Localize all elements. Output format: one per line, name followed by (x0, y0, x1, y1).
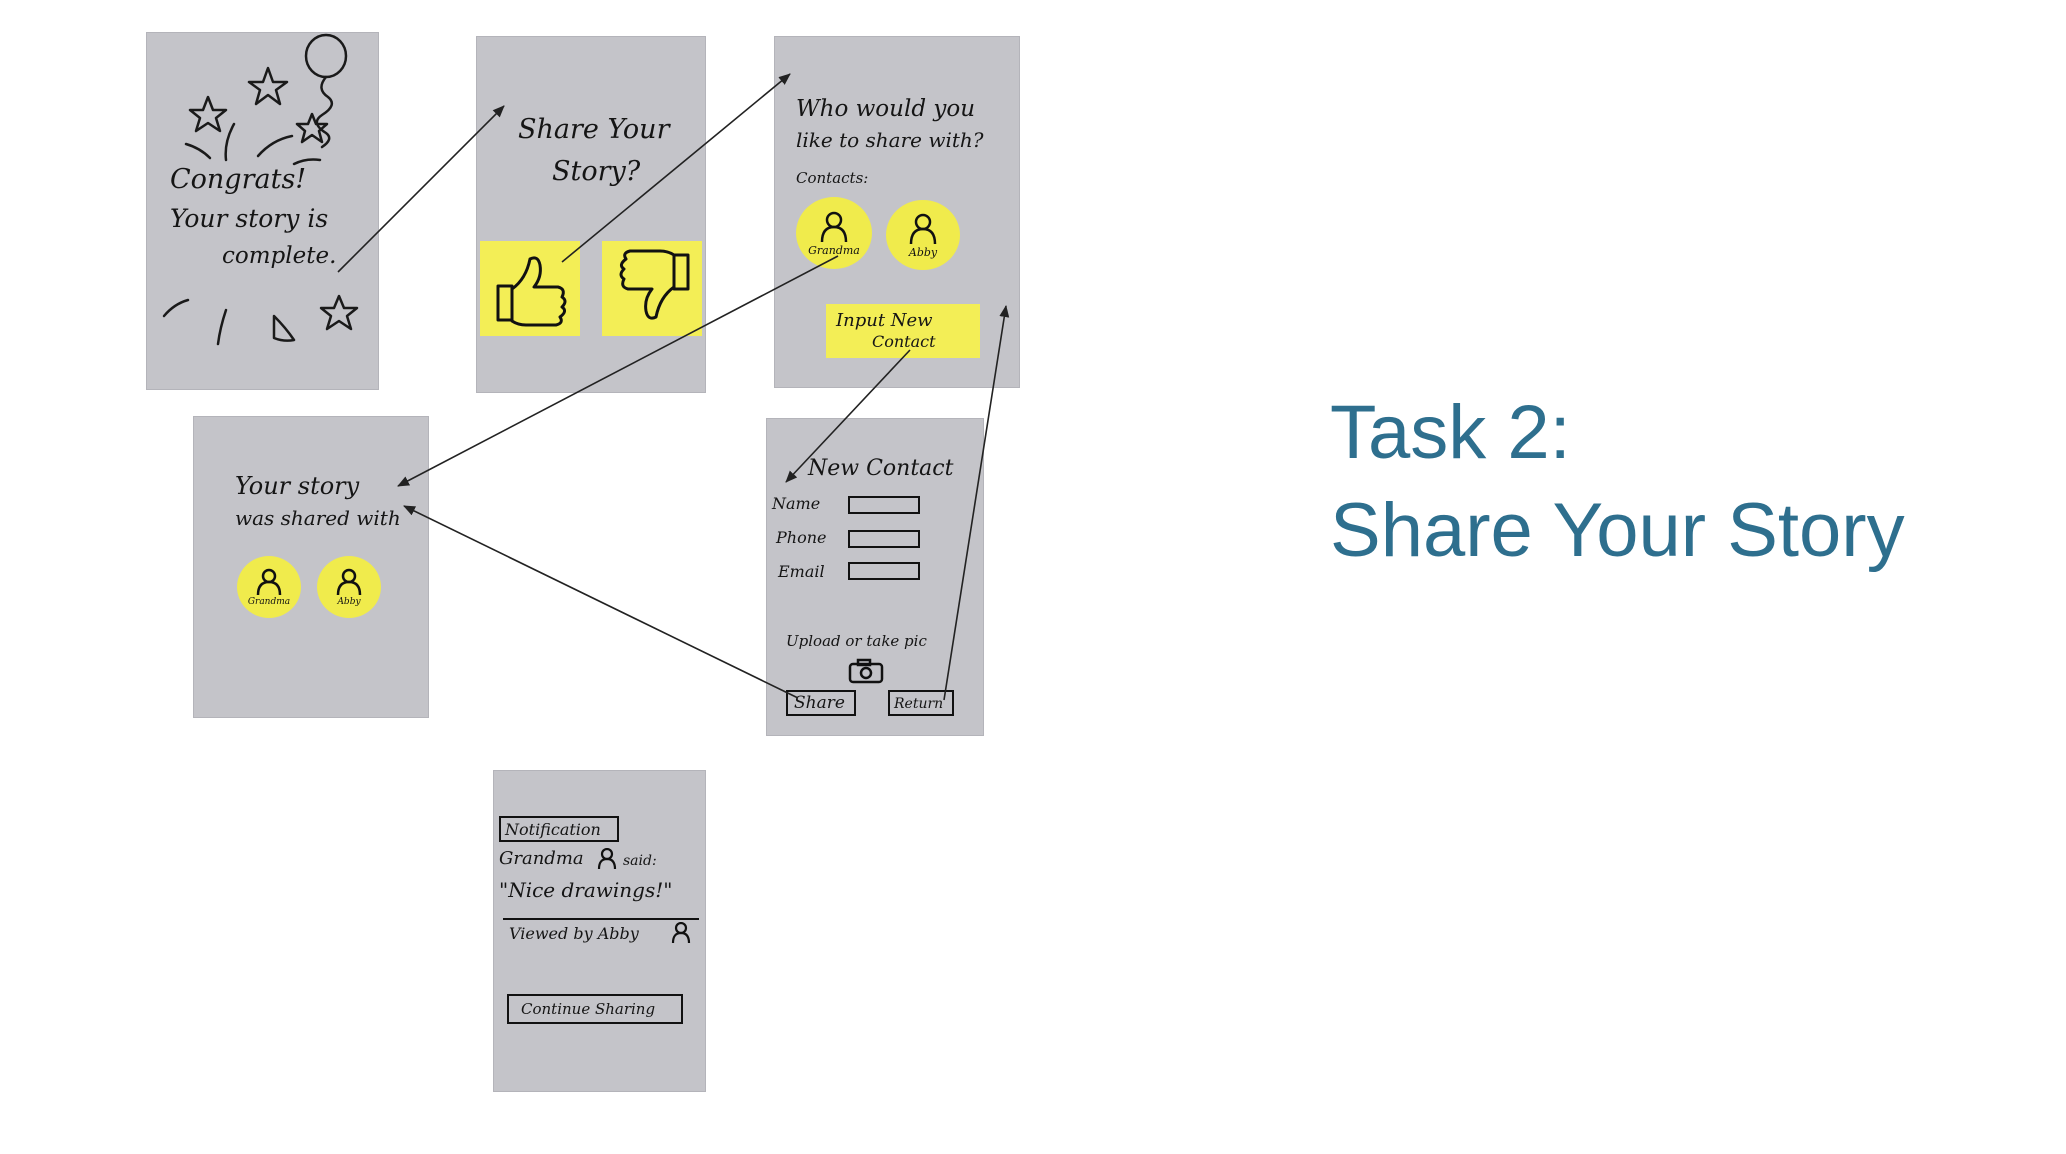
shared-contact-grandma: Grandma (237, 556, 301, 618)
share-button[interactable]: Share (786, 690, 856, 716)
person-icon (256, 568, 282, 595)
share-no-button[interactable] (602, 241, 702, 336)
said-text: said: (623, 853, 657, 869)
screen-shared-confirm: Your story was shared with Grandma Abby (193, 416, 429, 718)
arrow-yes-to-contacts (561, 73, 791, 263)
person-icon (820, 211, 848, 242)
share-your-text: Share Your (518, 114, 670, 145)
arrow-congrats-to-share (337, 105, 505, 273)
email-field[interactable] (848, 562, 920, 580)
shared-contact-abby-name: Abby (337, 596, 361, 607)
arrow-contact-to-shared (397, 255, 839, 487)
arrow-return-to-contacts (943, 305, 1010, 701)
input-new-contact-button[interactable]: Input New Contact (826, 304, 980, 358)
contact-text: Contact (872, 332, 936, 351)
congrats-text: Congrats! (170, 164, 307, 195)
contacts-label: Contacts: (796, 169, 869, 187)
contact-grandma-name: Grandma (808, 243, 860, 257)
contact-grandma[interactable]: Grandma (796, 197, 872, 269)
story-is-text: Your story is (170, 204, 329, 233)
screen-notification: Notification Grandma said: "Nice drawing… (493, 770, 706, 1092)
shared-contact-grandma-name: Grandma (247, 596, 291, 607)
screen-new-contact: New Contact Name Phone Email Upload or t… (766, 418, 984, 736)
input-new-text: Input New (836, 310, 933, 331)
person-icon (336, 568, 362, 595)
continue-sharing-button[interactable]: Continue Sharing (507, 994, 683, 1024)
person-icon (597, 848, 617, 870)
new-contact-heading: New Contact (808, 456, 954, 481)
thumbs-up-icon (496, 256, 567, 327)
person-icon (671, 922, 691, 944)
celebration-doodles (162, 33, 359, 346)
return-button[interactable]: Return (888, 690, 954, 716)
phone-field[interactable] (848, 530, 920, 548)
who-would-you-text: Who would you (796, 96, 976, 122)
grandma-name-text: Grandma (499, 848, 584, 869)
story-question-text: Story? (552, 156, 641, 187)
was-shared-with-text: was shared with (235, 506, 401, 530)
contact-abby[interactable]: Abby (886, 200, 960, 270)
screen-share-prompt: Share Your Story? (476, 36, 706, 393)
phone-label: Phone (776, 528, 827, 547)
divider (503, 918, 699, 920)
upload-label: Upload or take pic (786, 632, 927, 650)
name-field[interactable] (848, 496, 920, 514)
arrow-share-to-shared (403, 505, 799, 699)
camera-icon[interactable] (848, 658, 884, 684)
name-label: Name (772, 494, 821, 513)
screen-congrats: Congrats! Your story is complete. (146, 32, 379, 390)
quote-text: "Nice drawings!" (499, 878, 673, 902)
arrow-input-to-form (785, 349, 911, 483)
complete-text: complete. (222, 243, 337, 269)
screen-choose-contact: Who would you like to share with? Contac… (774, 36, 1020, 388)
viewed-by-text: Viewed by Abby (509, 924, 639, 943)
notification-header: Notification (499, 816, 619, 842)
shared-contact-abby: Abby (317, 556, 381, 618)
slide-title-line-2: Share Your Story (1330, 488, 1905, 573)
like-to-share-text: like to share with? (796, 128, 984, 152)
email-label: Email (778, 562, 825, 581)
thumbs-down-icon (619, 249, 690, 320)
person-icon (909, 213, 937, 244)
contact-abby-name: Abby (908, 245, 938, 259)
slide-title-line-1: Task 2: (1330, 390, 1571, 475)
share-yes-button[interactable] (480, 241, 580, 336)
your-story-text: Your story (235, 472, 360, 500)
